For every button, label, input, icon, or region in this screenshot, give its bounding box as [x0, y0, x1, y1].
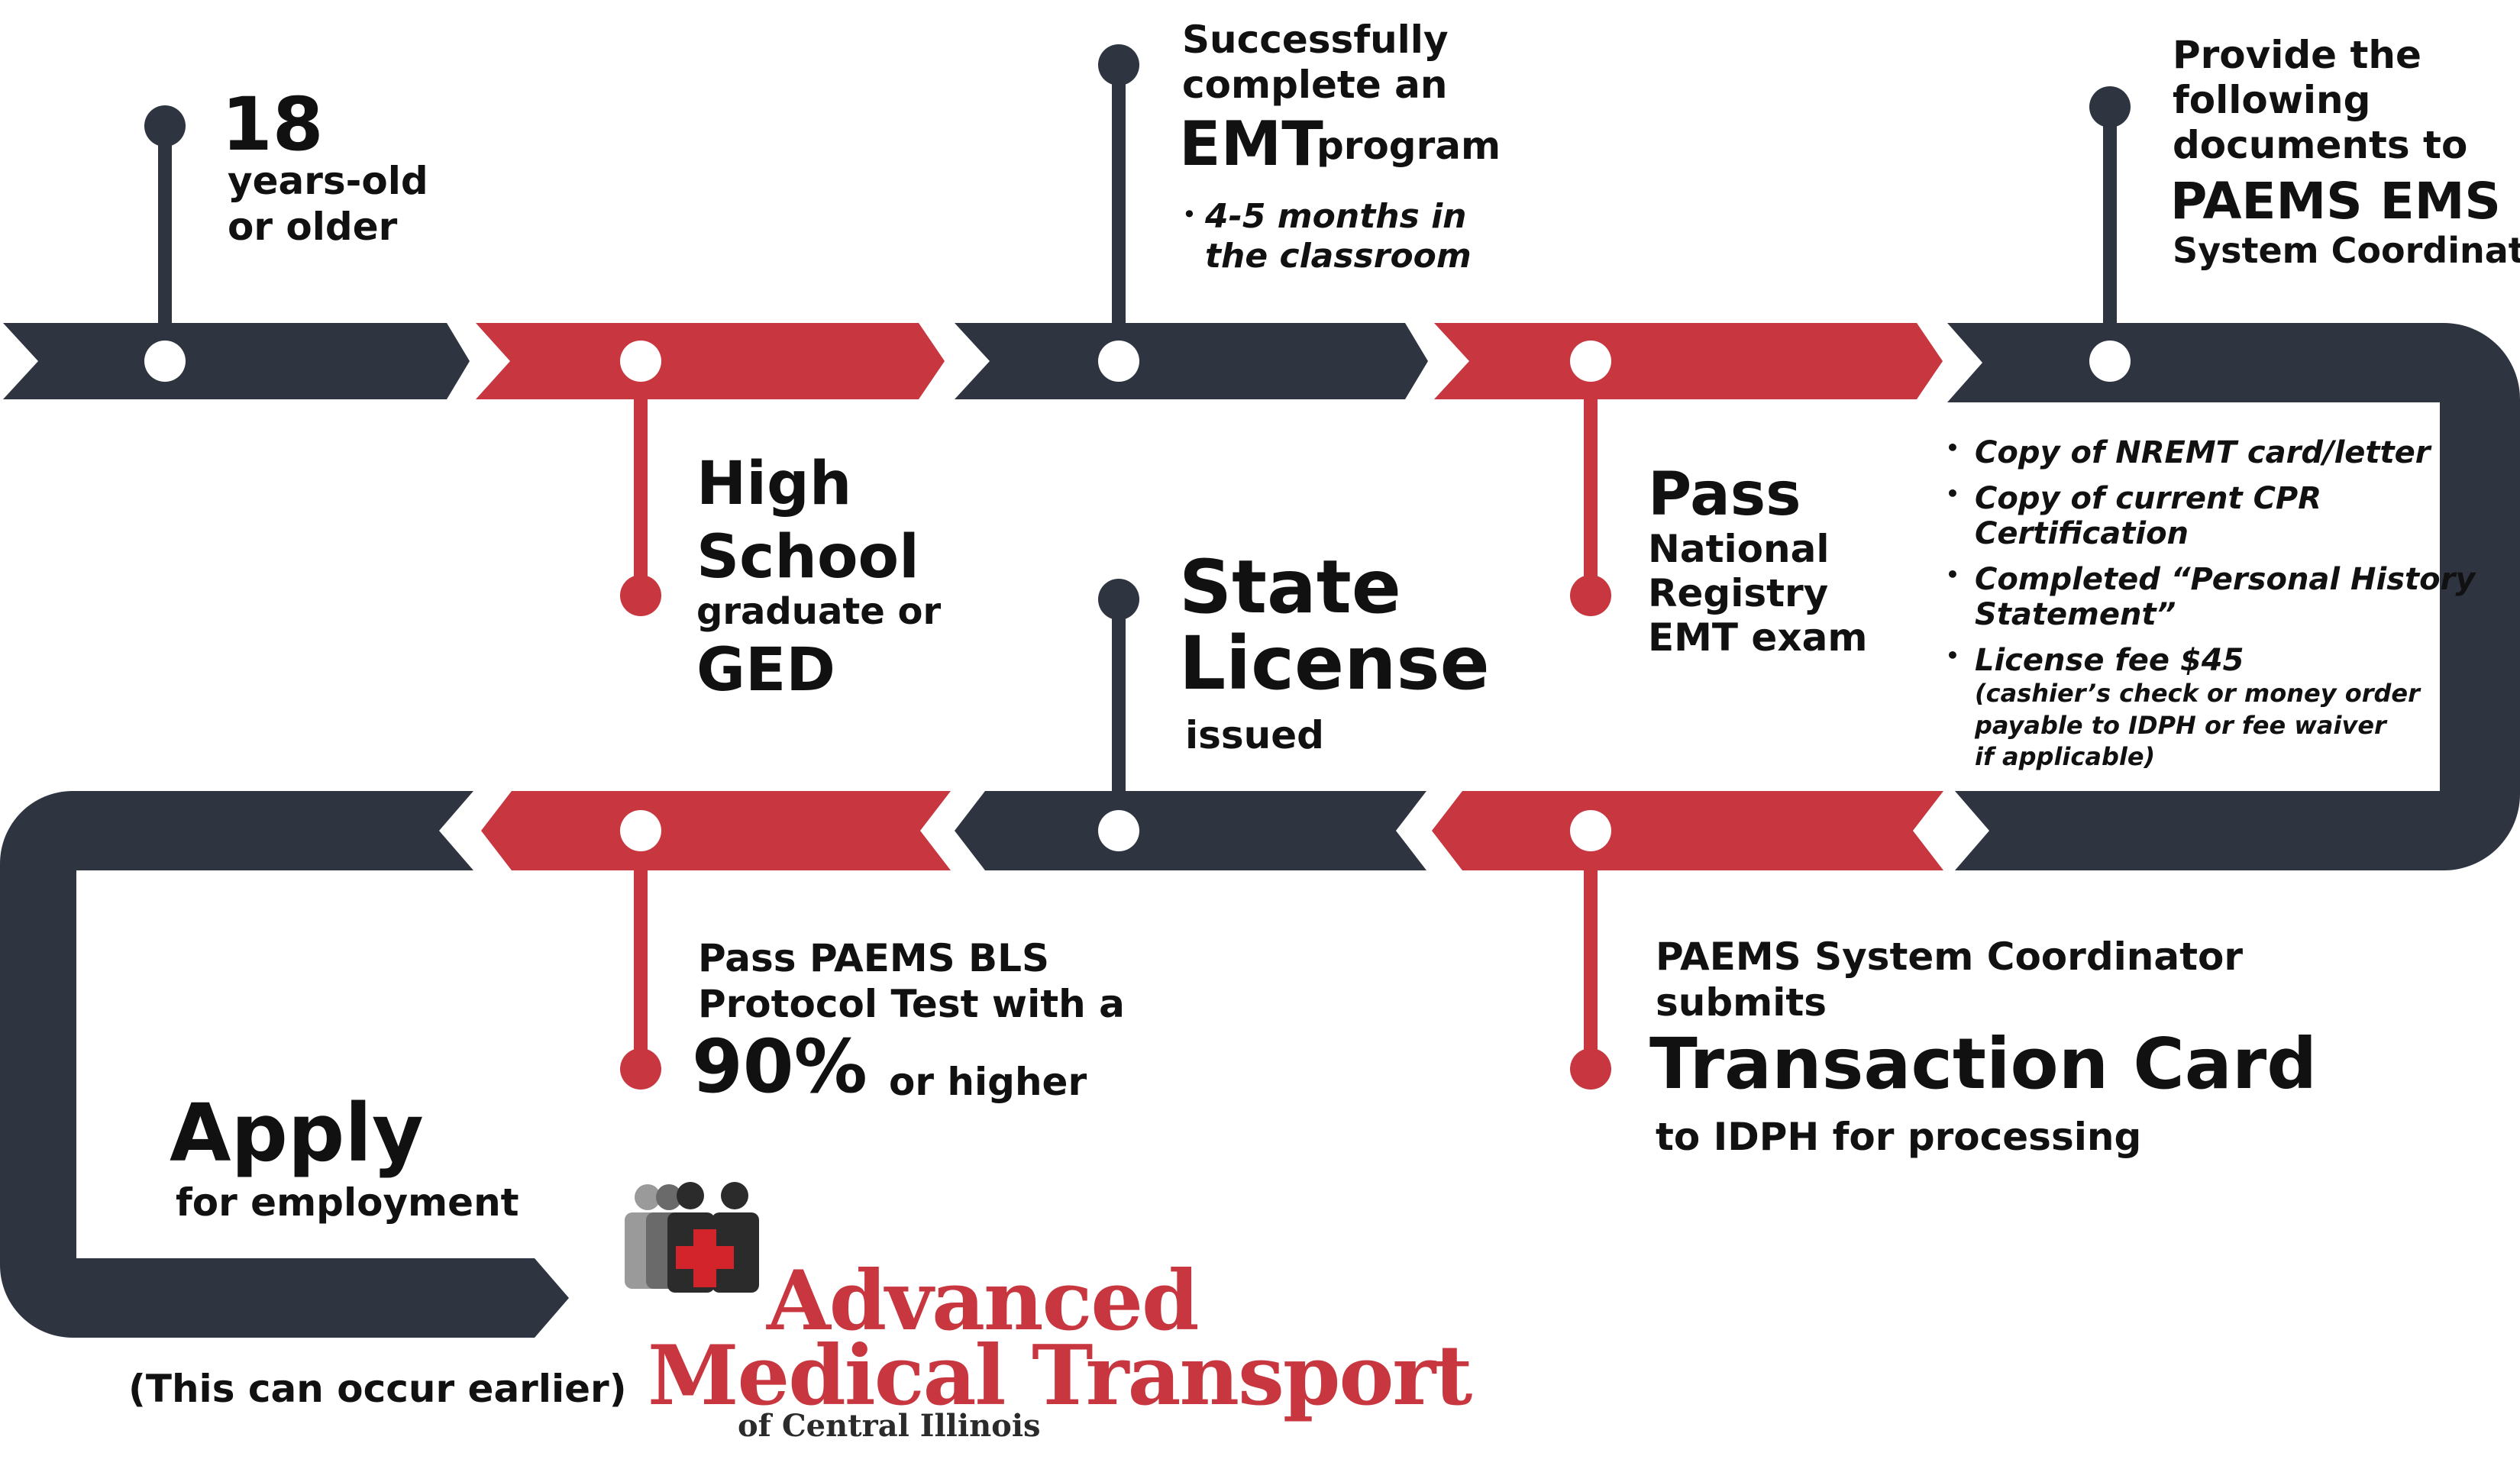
stem-dot-high-school — [620, 575, 661, 616]
hs-line4: GED — [696, 636, 836, 705]
chevron-step-2 — [476, 323, 945, 399]
node-dot-age — [144, 341, 186, 382]
logo-line2: Medical Transport — [648, 1328, 1472, 1424]
stem-emt — [1112, 65, 1126, 355]
people-red-cross-icon — [625, 1182, 759, 1293]
hs-line3: graduate or — [696, 590, 942, 633]
u-turn-right — [1947, 323, 2520, 870]
node-dot-protocol — [620, 810, 661, 851]
chevron-step-4 — [1434, 323, 1943, 399]
doc-big: PAEMS EMS — [2170, 172, 2501, 231]
document-list: Copy of NREMT card/letter Copy of curren… — [1946, 435, 2496, 773]
age-line2: or older — [228, 205, 398, 249]
pt-line1: Pass PAEMS BLS — [698, 936, 1050, 980]
nr-big: Pass — [1648, 460, 1801, 529]
document-item: License fee $45 (cashier’s check or mone… — [1946, 643, 2496, 773]
sl-line2: License — [1179, 621, 1490, 706]
stem-high-school — [634, 363, 648, 596]
age-number: 18 — [221, 82, 324, 167]
pt-big: 90% — [692, 1024, 867, 1109]
document-item: Copy of current CPR Certification — [1946, 481, 2496, 551]
stem-transaction — [1584, 832, 1598, 1069]
pt-small: or higher — [889, 1060, 1087, 1104]
stem-dot-protocol — [620, 1048, 661, 1090]
logo-line3: of Central Illinois — [738, 1408, 1041, 1444]
pt-line2: Protocol Test with a — [698, 982, 1125, 1026]
doc-line2: following — [2173, 78, 2371, 122]
emt-line2: complete an — [1182, 63, 1448, 107]
emt-line1: Successfully — [1182, 18, 1449, 62]
node-dot-high-school — [620, 341, 661, 382]
hs-line1: High — [696, 450, 852, 518]
tc-line2: submits — [1656, 980, 1827, 1025]
doc-line3: documents to — [2173, 123, 2468, 167]
tc-line3: to IDPH for processing — [1656, 1115, 2142, 1159]
emt-bullet1: 4-5 months in — [1205, 197, 1467, 236]
stem-dot-registry — [1570, 575, 1611, 616]
stem-protocol — [634, 832, 648, 1069]
stem-dot-documents — [2089, 86, 2131, 128]
stem-registry — [1584, 363, 1598, 596]
emt-small: program — [1317, 124, 1501, 168]
stem-documents — [2103, 107, 2117, 355]
stem-license — [1112, 599, 1126, 828]
hs-line2: School — [696, 523, 919, 592]
apply-big: Apply — [170, 1086, 424, 1180]
nr-line3: EMT exam — [1648, 615, 1868, 660]
nr-line2: Registry — [1648, 571, 1829, 615]
chevron-step-8 — [481, 791, 951, 870]
emt-bullet-dot: • — [1182, 200, 1197, 229]
stem-age — [158, 126, 172, 355]
chevron-step-6 — [1432, 791, 1943, 870]
nr-line1: National — [1648, 527, 1830, 571]
apply-small: for employment — [176, 1180, 519, 1225]
apply-note: (This can occur earlier) — [128, 1367, 627, 1411]
node-dot-emt — [1098, 341, 1139, 382]
stem-dot-age — [144, 105, 186, 147]
node-dot-registry — [1570, 341, 1611, 382]
sl-line1: State — [1179, 544, 1401, 630]
node-dot-documents — [2089, 341, 2131, 382]
node-dot-transaction — [1570, 810, 1611, 851]
sl-small: issued — [1185, 713, 1324, 757]
u-turn-left — [0, 791, 569, 1338]
document-item: Copy of NREMT card/letter — [1946, 435, 2496, 470]
logo-line1: Advanced — [767, 1253, 1200, 1349]
emt-bullet2: the classroom — [1205, 237, 1472, 276]
age-line1: years-old — [228, 159, 428, 203]
node-dot-license — [1098, 810, 1139, 851]
stem-dot-license — [1098, 579, 1139, 620]
tc-big: Transaction Card — [1649, 1023, 2318, 1105]
chevron-step-7 — [955, 791, 1426, 870]
stem-dot-transaction — [1570, 1048, 1611, 1090]
doc-line4: System Coordinator — [2173, 230, 2520, 271]
tc-line1: PAEMS System Coordinator — [1656, 935, 2243, 979]
doc-line1: Provide the — [2173, 33, 2421, 77]
chevron-step-1 — [3, 323, 470, 399]
chevron-step-3 — [955, 323, 1428, 399]
stem-dot-emt — [1098, 44, 1139, 86]
emt-big: EMT — [1179, 108, 1323, 179]
